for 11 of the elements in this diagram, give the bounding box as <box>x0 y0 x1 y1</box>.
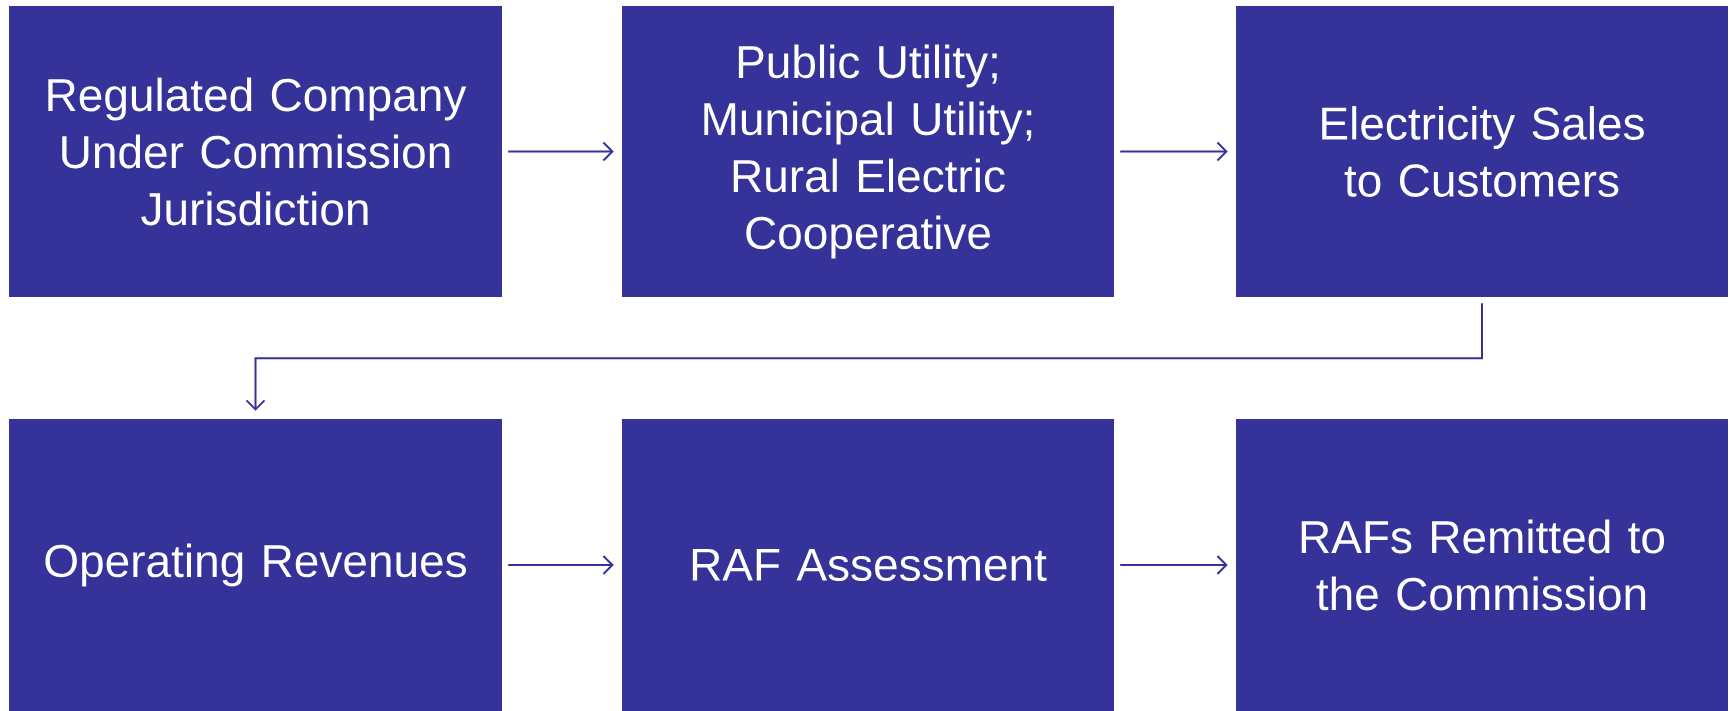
arrow <box>1119 141 1228 162</box>
process-box: Electricity Sales to Customers <box>1236 6 1728 297</box>
process-box: Public Utility; Municipal Utility; Rural Electric Cooperative <box>622 6 1114 297</box>
arrow <box>507 555 614 575</box>
process-box: RAF Assessment <box>622 419 1114 711</box>
process-box: Regulated Company Under Commission Jurisdiction <box>9 6 502 297</box>
process-box: Operating Revenues <box>9 419 502 711</box>
process-box: RAFs Remitted to the Commission <box>1236 419 1728 711</box>
arrow <box>1119 555 1228 575</box>
arrow <box>245 302 1483 411</box>
arrow <box>507 141 614 162</box>
